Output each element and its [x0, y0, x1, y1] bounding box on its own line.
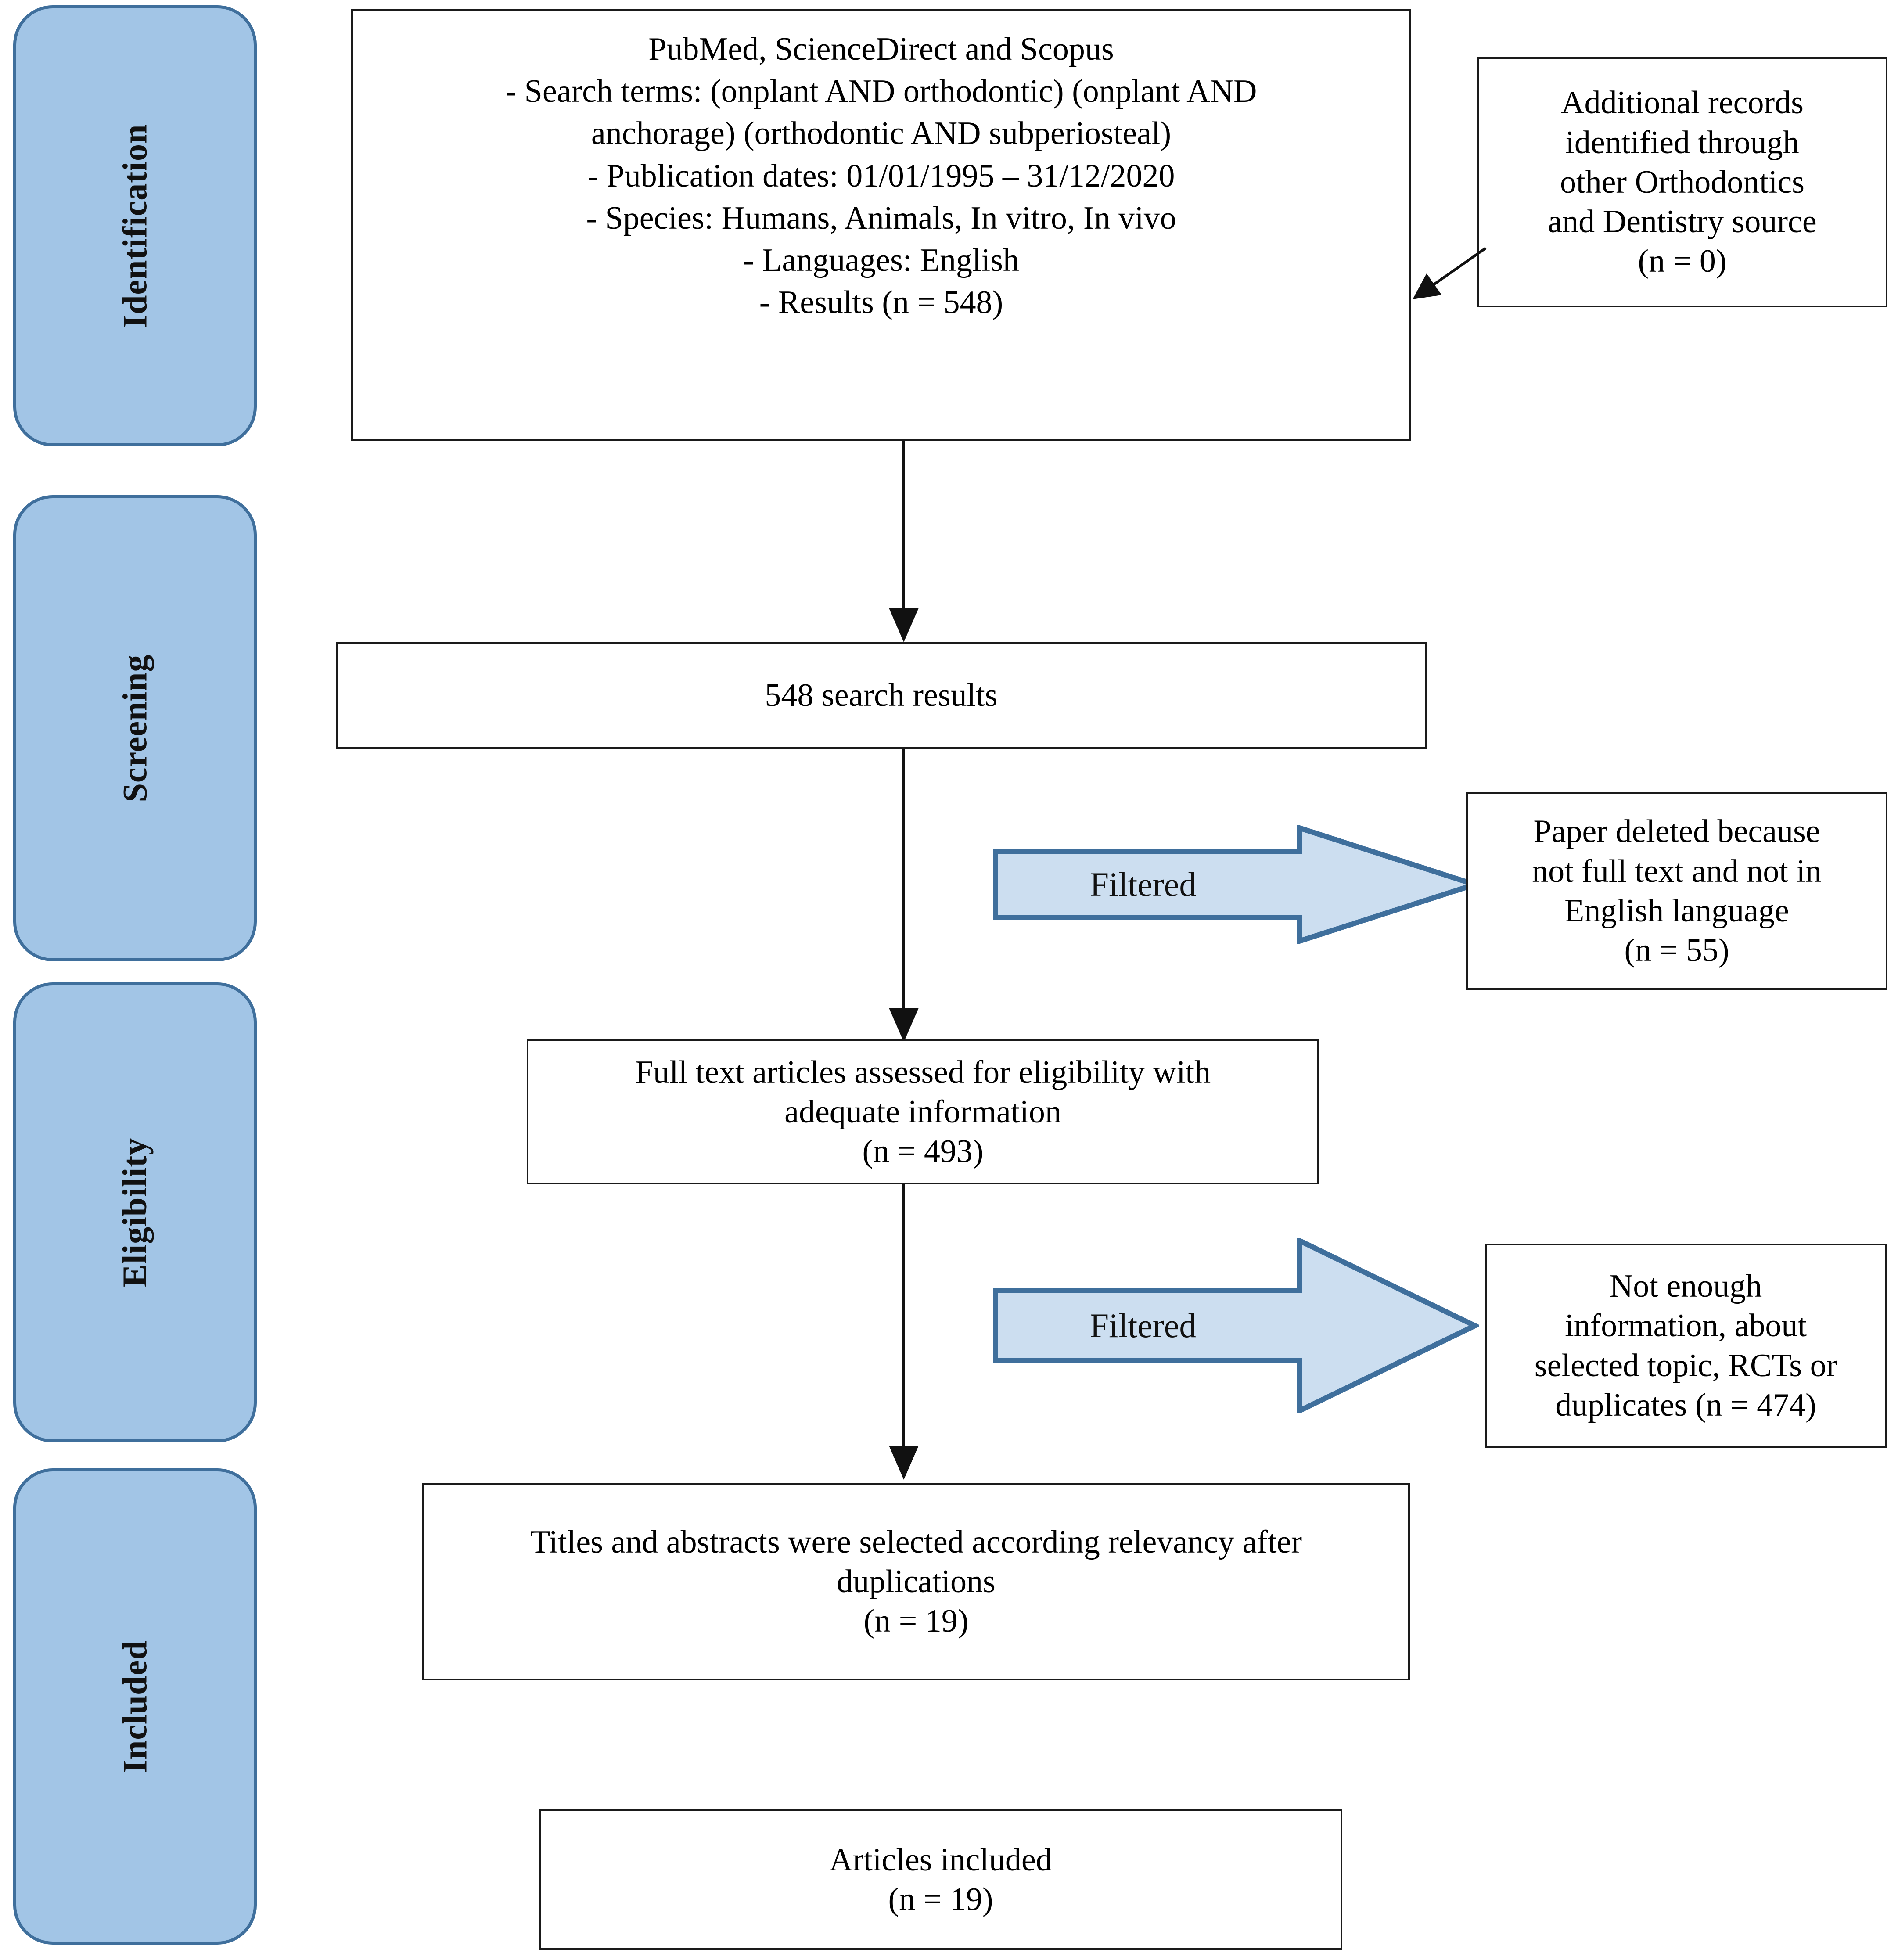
titles-abstracts-line-2: duplications: [837, 1563, 996, 1600]
sources-line-4: - Publication dates: 01/01/1995 – 31/12/…: [587, 158, 1175, 194]
filter-arrow-screening: Filtered: [992, 825, 1479, 944]
additional-records-line-3: other Orthodontics: [1560, 164, 1805, 200]
connector-search-results-to-fulltext: [902, 749, 905, 1010]
additional-records-line-1: Additional records: [1561, 85, 1804, 121]
stage-label-screening: Screening: [115, 654, 154, 802]
stage-pill-screening: Screening: [13, 495, 257, 961]
sources-line-7: - Results (n = 548): [759, 284, 1003, 321]
box-search-results: 548 search results: [336, 642, 1427, 749]
stage-pill-eligibility: Eligibility: [13, 982, 257, 1442]
box-fulltext-assessed-for-eligibility: Full text articles assessed for eligibil…: [527, 1039, 1319, 1184]
connector-sources-to-search-results: [902, 441, 905, 610]
box-databases-and-search-strategy: PubMed, ScienceDirect and Scopus - Searc…: [351, 9, 1411, 441]
excluded-info-line-1: Not enough: [1609, 1268, 1762, 1304]
filter-arrow-eligibility: Filtered: [992, 1238, 1479, 1413]
excluded-fulltext-line-3: English language: [1564, 893, 1789, 929]
articles-included-line-1: Articles included: [829, 1841, 1052, 1878]
articles-included-line-2: (n = 19): [888, 1881, 993, 1917]
connector-sources-to-search-results-arrowhead: [889, 608, 919, 642]
fulltext-assessed-line-2: adequate information: [784, 1093, 1061, 1130]
sources-line-1: PubMed, ScienceDirect and Scopus: [648, 31, 1114, 67]
excluded-fulltext-line-2: not full text and not in: [1532, 853, 1822, 889]
box-excluded-not-fulltext-not-english: Paper deleted because not full text and …: [1466, 792, 1887, 990]
excluded-info-line-2: information, about: [1565, 1308, 1807, 1344]
box-titles-and-abstracts-selected: Titles and abstracts were selected accor…: [422, 1483, 1410, 1680]
additional-records-line-4: and Dentistry source: [1548, 204, 1817, 240]
fulltext-assessed-line-1: Full text articles assessed for eligibil…: [635, 1054, 1211, 1090]
sources-line-3: anchorage) (orthodontic AND subperiostea…: [591, 115, 1172, 152]
box-excluded-not-enough-information: Not enough information, about selected t…: [1485, 1244, 1887, 1448]
connector-fulltext-to-titles-abstracts: [902, 1184, 905, 1448]
box-articles-included: Articles included (n = 19): [539, 1809, 1342, 1950]
sources-line-2: - Search terms: (onplant AND orthodontic…: [505, 73, 1257, 110]
excluded-fulltext-line-1: Paper deleted because: [1533, 813, 1820, 850]
sources-line-6: - Languages: English: [743, 242, 1019, 278]
stage-pill-included: Included: [13, 1468, 257, 1945]
titles-abstracts-line-1: Titles and abstracts were selected accor…: [530, 1524, 1302, 1560]
excluded-info-line-4: duplicates (n = 474): [1555, 1387, 1816, 1423]
stage-label-included: Included: [115, 1640, 154, 1773]
box-additional-records: Additional records identified through ot…: [1477, 57, 1887, 307]
connector-search-results-to-fulltext-arrowhead: [889, 1008, 919, 1042]
additional-records-line-5: (n = 0): [1638, 243, 1727, 280]
stage-label-identification: Identification: [115, 124, 154, 328]
search-results-line-1: 548 search results: [765, 677, 998, 714]
stage-pill-identification: Identification: [13, 5, 257, 446]
sources-line-5: - Species: Humans, Animals, In vitro, In…: [586, 200, 1176, 236]
titles-abstracts-line-3: (n = 19): [863, 1603, 969, 1640]
fulltext-assessed-line-3: (n = 493): [862, 1133, 984, 1170]
excluded-fulltext-line-4: (n = 55): [1624, 932, 1729, 969]
connector-additional-records-to-sources: [1413, 247, 1487, 299]
excluded-info-line-3: selected topic, RCTs or: [1534, 1347, 1837, 1384]
additional-records-line-2: identified through: [1565, 124, 1799, 161]
connector-fulltext-to-titles-abstracts-arrowhead: [889, 1446, 919, 1480]
stage-label-eligibility: Eligibility: [115, 1137, 154, 1287]
